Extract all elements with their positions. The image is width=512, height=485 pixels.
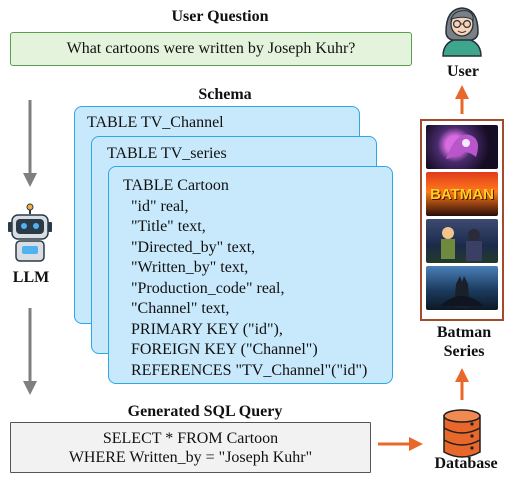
arrow-database-to-batman — [455, 368, 469, 400]
schema-title: Schema — [198, 86, 252, 103]
arrow-batman-to-user — [455, 85, 469, 114]
batman-series-images: BATMAN — [420, 119, 504, 321]
sql-line-2: WHERE Written_by = "Joseph Kuhr" — [68, 449, 313, 466]
batman-label-line-1: Batman — [436, 324, 492, 341]
batman-image-3 — [426, 219, 498, 263]
robot-icon — [8, 203, 52, 262]
user-question-title: User Question — [171, 8, 269, 25]
user-question-text: What cartoons were written by Joseph Kuh… — [66, 40, 356, 57]
llm-label: LLM — [12, 269, 50, 286]
batman-image-1 — [426, 125, 498, 169]
table-header: TABLE TV_Channel — [87, 114, 224, 131]
batman-series-label: Batman Series — [420, 323, 508, 361]
batman-figure-icon — [440, 276, 484, 308]
schema-foreign-key: FOREIGN KEY ("Channel") — [131, 341, 318, 358]
sql-title: Generated SQL Query — [127, 403, 283, 420]
villain-figure-icon — [446, 134, 478, 159]
sql-line-1: SELECT * FROM Cartoon — [102, 430, 279, 447]
batman-logo-text: BATMAN — [430, 186, 494, 203]
schema-column: "Production_code" real, — [131, 279, 285, 297]
arrow-question-to-llm — [23, 100, 37, 187]
user-question-box: What cartoons were written by Joseph Kuh… — [10, 32, 412, 66]
user-label: User — [447, 63, 479, 80]
batman-label-line-2: Series — [443, 343, 485, 360]
schema-column: "Title" text, — [131, 218, 206, 235]
arrow-sql-to-database — [378, 437, 423, 451]
schema-column: "id" real, — [131, 197, 189, 215]
table-header: TABLE TV_series — [107, 145, 227, 162]
schema-card-cartoon: TABLE Cartoon "id" real, "Title" text, "… — [108, 166, 393, 384]
schema-column: "Directed_by" text, — [131, 238, 256, 256]
batman-image-4 — [426, 266, 498, 310]
arrow-llm-to-sql — [23, 308, 37, 395]
batman-image-2: BATMAN — [426, 172, 498, 216]
sql-query-box: SELECT * FROM Cartoon WHERE Written_by =… — [10, 422, 371, 473]
database-icon — [443, 409, 481, 458]
schema-column: "Written_by" text, — [131, 259, 249, 276]
user-icon — [442, 7, 482, 57]
schema-column: "Channel" text, — [131, 300, 230, 317]
database-label: Database — [434, 455, 498, 472]
characters-figure-icon — [441, 227, 482, 261]
schema-primary-key: PRIMARY KEY ("id"), — [131, 320, 283, 338]
table-header: TABLE Cartoon — [123, 177, 229, 194]
schema-references: REFERENCES "TV_Channel"("id") — [131, 361, 368, 379]
